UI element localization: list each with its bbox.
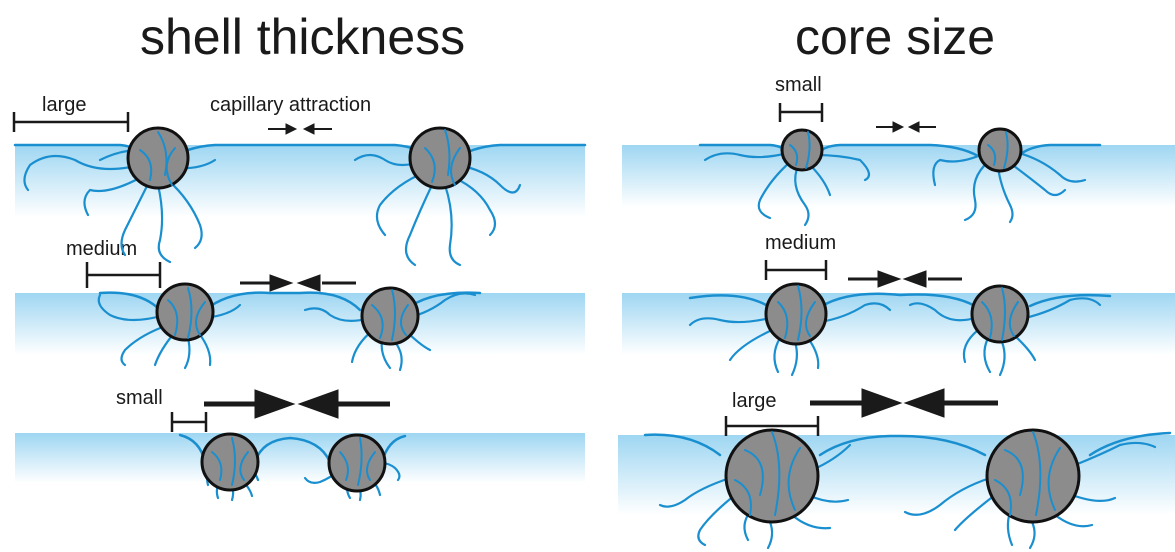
attraction-arrows-shell-small (204, 390, 390, 418)
particle-core (202, 434, 258, 490)
particle-core (128, 128, 188, 188)
particle-core (766, 284, 826, 344)
water-panel-shell-large (15, 145, 585, 217)
attraction-arrows-core-small (876, 122, 936, 132)
particle-core (726, 430, 818, 522)
water-panel-shell-medium (15, 293, 585, 355)
particle-core (329, 435, 385, 491)
water-panel-core-large (618, 435, 1175, 515)
particle-core (979, 129, 1021, 171)
scale-bar-core-small (780, 103, 822, 122)
particle-core (972, 286, 1028, 342)
scale-bar-core-medium (766, 260, 826, 280)
attraction-arrows-shell-medium (240, 275, 356, 291)
particle-core (782, 130, 822, 170)
attraction-arrows-shell-large (268, 124, 332, 134)
water-panel-core-small (622, 145, 1175, 207)
particle-core (987, 430, 1079, 522)
attraction-arrows-core-medium (848, 271, 962, 287)
particle-core (410, 128, 470, 188)
attraction-arrows-core-large (810, 389, 998, 417)
particle-core (362, 288, 418, 344)
particle-core (157, 284, 213, 340)
scale-bar-shell-large (14, 112, 128, 132)
scale-bar-shell-medium (87, 262, 160, 288)
scale-bar-shell-small (172, 412, 206, 432)
water-panel-core-medium (622, 293, 1175, 355)
